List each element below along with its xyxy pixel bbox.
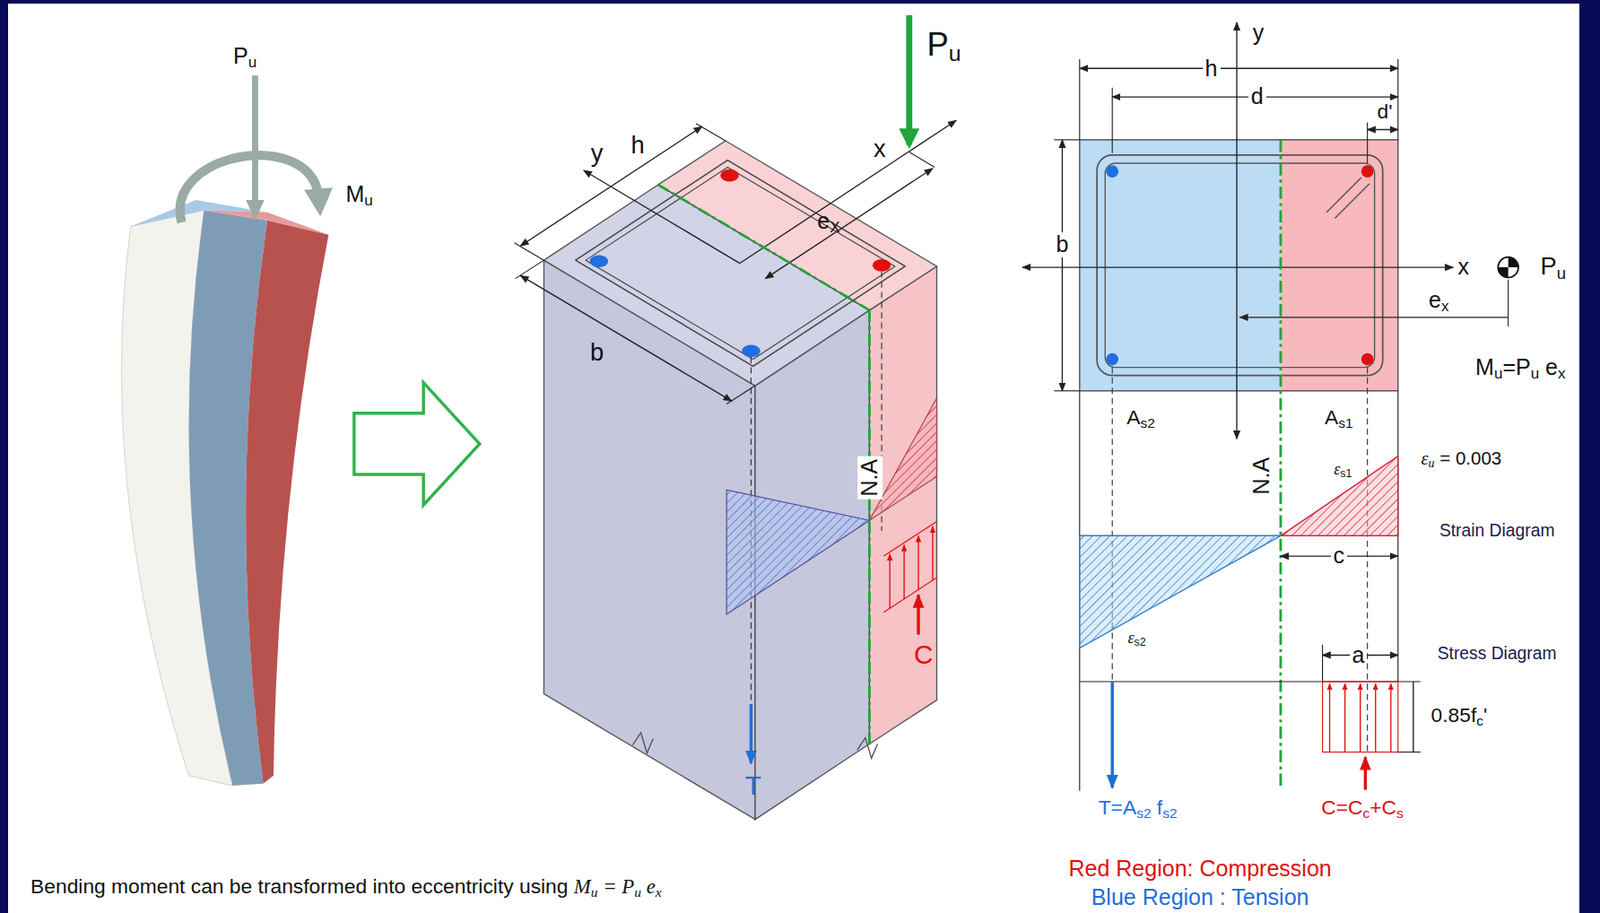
diagram-title: Stress Diagram — [1437, 643, 1557, 663]
text-run: s2 — [1134, 635, 1147, 649]
text-run: x — [1557, 365, 1566, 383]
dimension-label: h — [631, 131, 645, 159]
dimension-label: b — [1053, 232, 1072, 258]
text-run: u — [1428, 456, 1435, 470]
text-run: s2 — [1162, 805, 1177, 821]
region-note: Red Region: Compression — [1069, 856, 1332, 882]
dimension-label: b — [590, 339, 604, 366]
tension-label: T — [745, 771, 762, 801]
load-label: Pu — [926, 26, 961, 66]
text-run: e — [641, 875, 656, 898]
axis-label: x — [1457, 254, 1470, 280]
force-label: C=Cc+Cs — [1321, 796, 1404, 821]
text-run: x — [1441, 298, 1450, 316]
steel-area-label: As2 — [1126, 406, 1156, 431]
eccentricity-label: eX — [817, 208, 840, 237]
dimension-label: c — [1330, 543, 1348, 569]
text-run: s1 — [1338, 415, 1353, 431]
text-run: x — [655, 884, 662, 900]
text-run: ε — [1421, 448, 1429, 469]
strain-label: εu = 0.003 — [1421, 448, 1503, 471]
load-label: Pu — [1540, 252, 1567, 283]
text-run: ε — [1333, 460, 1340, 479]
stress-label: 0.85fc' — [1431, 704, 1488, 729]
neutral-axis-label: N.A — [857, 456, 883, 500]
text-run: u — [248, 54, 257, 72]
steel-area-label: As1 — [1324, 406, 1354, 431]
text-run: u — [948, 41, 962, 66]
caption-note: Bending moment can be transformed into e… — [30, 875, 662, 900]
strain-label: εs2 — [1127, 628, 1146, 650]
compression-label: C — [913, 640, 933, 670]
text-run: s2 — [1140, 415, 1156, 431]
text-run: u — [364, 191, 373, 209]
text-run: u — [591, 884, 599, 900]
axis-label: y — [591, 139, 604, 167]
load-label: Pu — [233, 43, 257, 72]
dimension-label: d' — [1374, 100, 1396, 123]
strain-label: εs1 — [1333, 460, 1352, 481]
text-run: X — [829, 218, 840, 236]
text-run: s2 — [1136, 805, 1151, 821]
text-run: u — [1530, 365, 1540, 383]
dimension-label: d — [1248, 84, 1267, 110]
text-run: = P — [598, 875, 635, 898]
axis-label: x — [873, 135, 887, 163]
text-run: s — [1396, 805, 1404, 821]
text-run: s1 — [1339, 467, 1352, 480]
eccentricity-label: ex — [1426, 287, 1452, 316]
text-run: u — [634, 884, 642, 900]
text-run: M — [573, 875, 592, 898]
dimension-label: a — [1349, 643, 1368, 669]
region-note: Blue Region : Tension — [1091, 885, 1310, 911]
force-label: T=As2 fs2 — [1098, 796, 1178, 821]
text-run: ε — [1127, 628, 1134, 647]
text-run: c — [1476, 713, 1484, 729]
diagram-title: Strain Diagram — [1439, 521, 1556, 540]
text-run: u — [1556, 262, 1566, 282]
text-run: u — [1494, 365, 1503, 383]
text-run: c — [1362, 805, 1370, 821]
equation-label: Mu=Pu ex — [1475, 355, 1566, 383]
axis-label: y — [1252, 20, 1265, 46]
neutral-axis-label: N.A — [1249, 456, 1275, 495]
dimension-label: h — [1202, 56, 1221, 82]
moment-label: Mu — [345, 182, 373, 210]
